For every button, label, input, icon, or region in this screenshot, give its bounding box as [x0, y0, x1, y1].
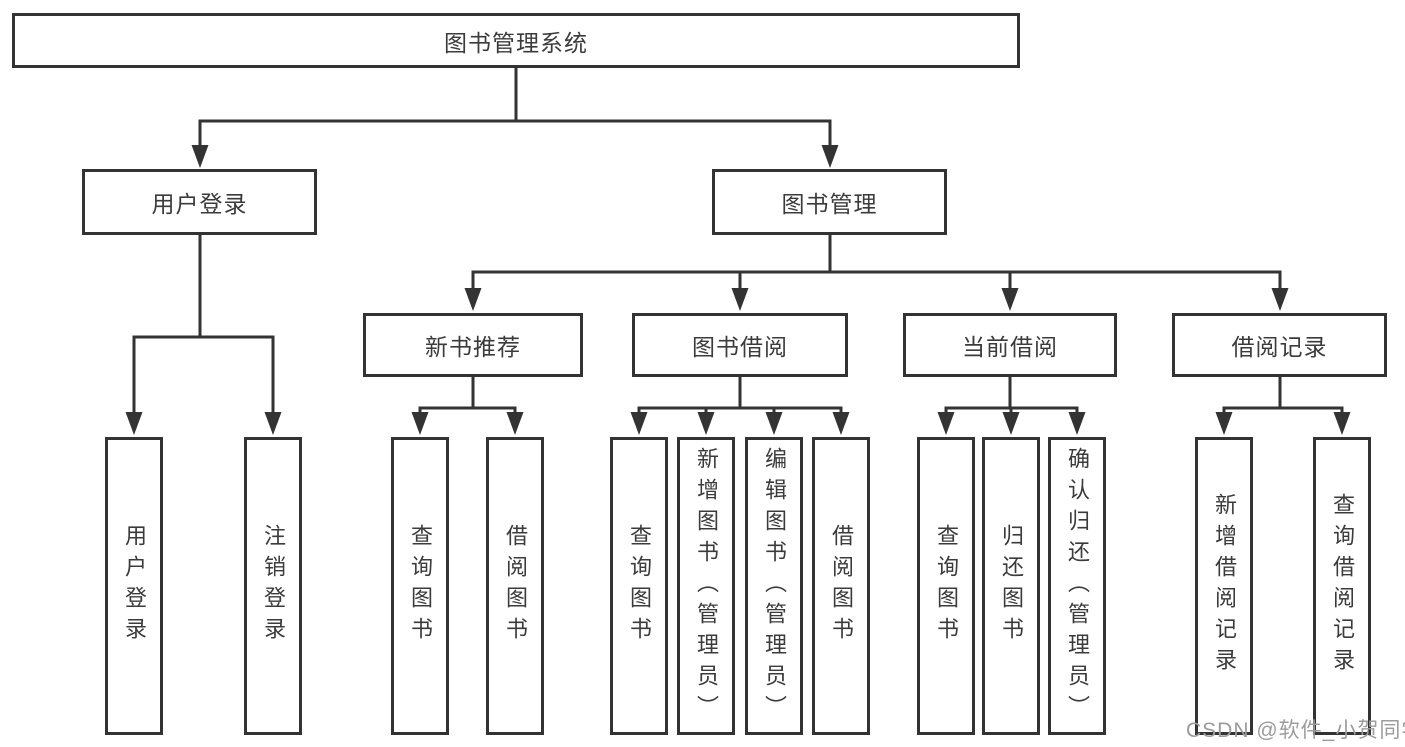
- arrow-down-icon: [506, 412, 524, 435]
- arrow-down-icon: [731, 288, 749, 311]
- node-book-management: 图书管理: [712, 169, 947, 235]
- leaf-borrow-edit-books: 编辑图书（管理员）: [745, 437, 803, 735]
- leaf-borrow-borrow-books: 借阅图书: [812, 437, 870, 735]
- connector-current-borrow-to-leaves: [944, 374, 1079, 419]
- arrow-down-icon: [1215, 412, 1233, 435]
- arrow-down-icon: [630, 412, 648, 435]
- connector-new-book-recommend-to-leaves: [418, 375, 517, 419]
- node-new-book-recommend: 新书推荐: [363, 313, 583, 377]
- connector-root-to-level2: [198, 66, 832, 152]
- arrow-down-icon: [411, 412, 429, 435]
- arrowheads: [125, 145, 1351, 435]
- arrow-down-icon: [464, 288, 482, 311]
- leaf-records-add-record-label: 新增借阅记录: [1212, 493, 1237, 679]
- connector-book-borrow-to-leaves: [637, 374, 843, 419]
- leaf-borrow-query-books-label: 查询图书: [627, 524, 652, 648]
- arrow-down-icon: [937, 412, 955, 435]
- node-borrow-records-label: 借阅记录: [1231, 334, 1328, 360]
- leaf-current-return-books-label: 归还图书: [999, 524, 1024, 648]
- arrow-down-icon: [1333, 412, 1351, 435]
- arrow-down-icon: [1068, 412, 1086, 435]
- node-current-borrow: 当前借阅: [903, 313, 1117, 377]
- csdn-watermark: CSDN @软件_小贺同学: [1186, 719, 1405, 742]
- leaf-current-query-books-label: 查询图书: [934, 524, 959, 648]
- arrow-down-icon: [821, 145, 839, 168]
- node-root-label: 图书管理系统: [444, 29, 588, 56]
- leaf-logout-label: 注销登录: [261, 524, 286, 648]
- leaf-borrow-query-books: 查询图书: [610, 437, 668, 735]
- leaf-borrow-add-books-label: 新增图书（管理员）: [694, 446, 719, 726]
- arrow-down-icon: [191, 145, 209, 168]
- arrow-down-icon: [832, 412, 850, 435]
- arrow-down-icon: [1001, 288, 1019, 311]
- node-current-borrow-label: 当前借阅: [962, 334, 1058, 360]
- node-user-login-label: 用户登录: [151, 191, 248, 217]
- arrow-down-icon: [765, 412, 783, 435]
- leaf-records-query-record-label: 查询借阅记录: [1330, 493, 1355, 679]
- node-book-management-label: 图书管理: [781, 191, 878, 217]
- leaf-current-query-books: 查询图书: [917, 437, 975, 735]
- node-book-borrow: 图书借阅: [632, 313, 848, 377]
- leaf-user-login-label: 用户登录: [122, 524, 147, 648]
- arrow-down-icon: [125, 412, 143, 435]
- leaf-recommend-query-books-label: 查询图书: [408, 524, 433, 648]
- node-root: 图书管理系统: [12, 13, 1020, 68]
- connector-borrow-records-to-leaves: [1222, 374, 1344, 419]
- node-new-book-recommend-label: 新书推荐: [425, 334, 521, 360]
- arrow-down-icon: [264, 412, 282, 435]
- leaf-records-add-record: 新增借阅记录: [1195, 437, 1253, 735]
- leaf-recommend-borrow-books: 借阅图书: [486, 437, 544, 735]
- connector-user-login-to-leaves: [132, 233, 275, 419]
- leaf-current-return-books: 归还图书: [982, 437, 1040, 735]
- connector-book-management-to-level3: [471, 233, 1282, 295]
- arrow-down-icon: [1271, 288, 1289, 311]
- arrow-down-icon: [697, 412, 715, 435]
- leaf-records-query-record: 查询借阅记录: [1313, 437, 1371, 735]
- leaf-borrow-edit-books-label: 编辑图书（管理员）: [762, 446, 787, 726]
- node-borrow-records: 借阅记录: [1172, 313, 1387, 377]
- leaf-current-confirm-return: 确认归还（管理员）: [1048, 437, 1106, 735]
- arrow-down-icon: [1002, 412, 1020, 435]
- leaf-logout: 注销登录: [244, 437, 302, 735]
- node-user-login: 用户登录: [82, 169, 317, 235]
- leaf-recommend-borrow-books-label: 借阅图书: [503, 524, 528, 648]
- leaf-borrow-borrow-books-label: 借阅图书: [829, 524, 854, 648]
- node-book-borrow-label: 图书借阅: [692, 334, 788, 360]
- leaf-current-confirm-return-label: 确认归还（管理员）: [1065, 446, 1090, 726]
- leaf-borrow-add-books: 新增图书（管理员）: [677, 437, 735, 735]
- leaf-user-login: 用户登录: [105, 437, 163, 735]
- leaf-recommend-query-books: 查询图书: [391, 437, 449, 735]
